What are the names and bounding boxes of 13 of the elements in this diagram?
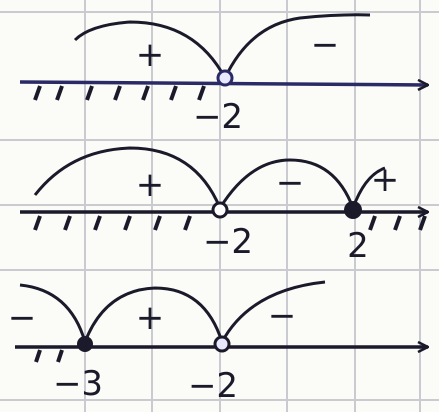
number-label: 2 xyxy=(347,229,369,263)
sign-label: + xyxy=(370,163,400,197)
sign-label: + xyxy=(136,168,164,202)
number-label: −2 xyxy=(188,369,238,403)
number-label: −2 xyxy=(202,225,254,259)
sign-label: − xyxy=(8,301,36,335)
sign-label: − xyxy=(268,299,296,333)
sign-label: − xyxy=(310,28,340,62)
number-label: −3 xyxy=(52,367,104,401)
sign-label: + xyxy=(136,301,164,335)
number-label: −2 xyxy=(192,100,244,134)
sign-label: + xyxy=(136,38,164,72)
sign-label: − xyxy=(276,166,304,200)
